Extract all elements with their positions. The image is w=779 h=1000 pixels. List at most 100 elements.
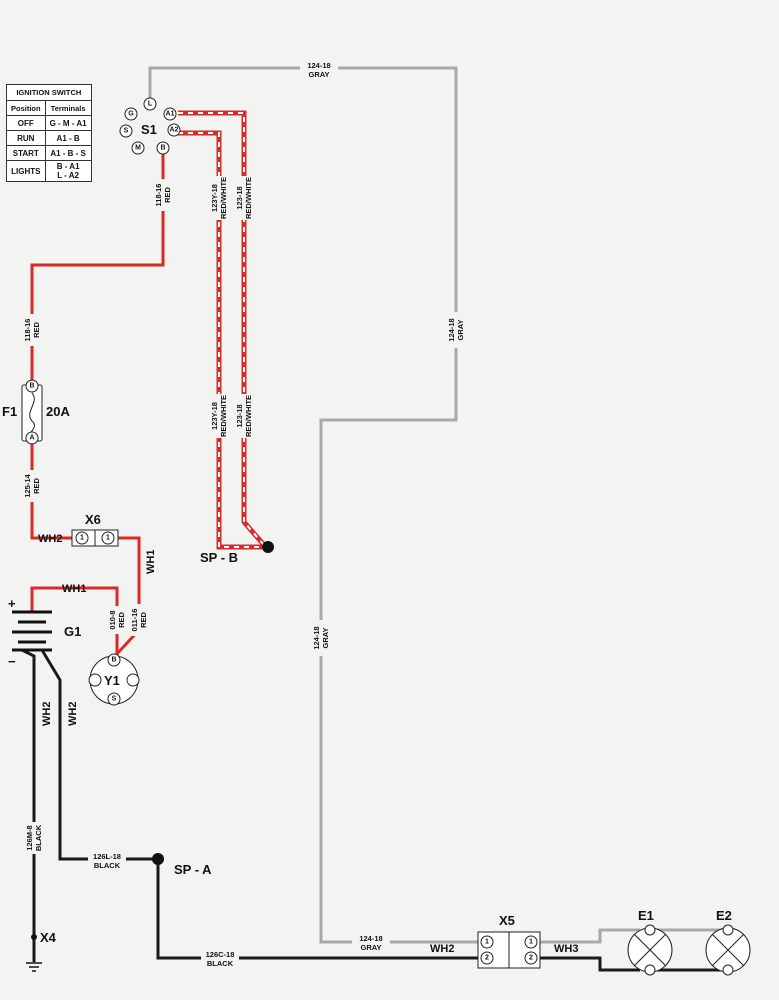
connector-x5[interactable]: 1 2 1 2 X5 <box>477 913 541 969</box>
svg-text:123-18: 123-18 <box>235 404 244 427</box>
table-title: IGNITION SWITCH <box>6 84 92 101</box>
table-row: RUN A1 - B <box>6 130 92 146</box>
svg-text:123-18: 123-18 <box>235 186 244 209</box>
svg-text:B: B <box>160 145 165 152</box>
ignition-switch-table: IGNITION SWITCH Position Terminals OFF G… <box>6 84 92 182</box>
svg-text:RED/WHITE: RED/WHITE <box>219 177 228 219</box>
wire-label-118-b: 118-16 RED <box>22 314 42 346</box>
svg-text:A: A <box>29 435 34 442</box>
svg-text:010-8: 010-8 <box>108 610 117 629</box>
svg-text:011-16: 011-16 <box>130 609 139 632</box>
f1-rating: 20A <box>46 404 70 419</box>
fuse-f1[interactable]: B A F1 20A <box>2 379 70 445</box>
svg-text:124-18: 124-18 <box>447 318 456 341</box>
svg-text:BLACK: BLACK <box>94 861 121 870</box>
wire-x5-to-e1-top <box>540 928 640 944</box>
ignition-switch-s1[interactable]: L A1 A2 B M S G S1 <box>119 97 181 155</box>
connector-x6[interactable]: 1 1 X6 <box>71 512 119 547</box>
wire-label-010: 010-8 RED <box>107 606 127 634</box>
svg-text:GRAY: GRAY <box>456 320 465 341</box>
row-position: RUN <box>6 130 46 146</box>
e2-label: E2 <box>716 908 732 923</box>
sp-a-label: SP - A <box>174 862 212 877</box>
sp-b-label: SP - B <box>200 550 238 565</box>
svg-text:RED: RED <box>32 478 41 494</box>
wire-x5-to-e1-bot <box>540 956 640 972</box>
g1-minus: − <box>8 654 16 669</box>
row-position: LIGHTS <box>6 160 46 182</box>
svg-text:RED: RED <box>139 612 148 628</box>
svg-text:GRAY: GRAY <box>309 70 330 79</box>
row-terminals: B - A1 L - A2 <box>44 160 92 182</box>
splice-sp-b[interactable]: SP - B <box>200 541 274 565</box>
y1-label: Y1 <box>104 673 120 688</box>
row-terminals: A1 - B <box>44 130 92 146</box>
harness-wh2-g1a: WH2 <box>41 702 53 726</box>
ground-x4[interactable]: X4 <box>26 930 57 972</box>
svg-text:1: 1 <box>106 535 110 542</box>
svg-text:125-14: 125-14 <box>23 473 32 497</box>
lamp-e2[interactable]: E2 <box>705 908 751 976</box>
svg-text:S: S <box>124 128 129 135</box>
svg-text:1: 1 <box>485 939 489 946</box>
svg-text:S: S <box>112 696 117 703</box>
wire-label-126m: 126M-8 BLACK <box>24 822 44 854</box>
svg-text:A2: A2 <box>170 127 179 134</box>
g1-plus: + <box>8 596 16 611</box>
wire-123-18-stripe <box>178 112 265 546</box>
wire-label-124-right: 124-18 GRAY <box>446 312 466 348</box>
x5-label: X5 <box>499 913 515 928</box>
table-header-terminals: Terminals <box>44 100 92 116</box>
x6-label: X6 <box>85 512 101 527</box>
battery-g1[interactable]: + − G1 <box>8 596 81 669</box>
svg-text:124-18: 124-18 <box>307 61 330 70</box>
svg-text:1: 1 <box>529 939 533 946</box>
e1-label: E1 <box>638 908 654 923</box>
harness-wh3-x5: WH3 <box>554 943 578 955</box>
f1-label: F1 <box>2 404 17 419</box>
harness-wh1-b: WH1 <box>145 550 157 574</box>
g1-label: G1 <box>64 624 81 639</box>
svg-text:RED: RED <box>32 322 41 338</box>
lamp-e1[interactable]: E1 <box>627 908 673 976</box>
row-position: START <box>6 145 46 161</box>
svg-text:126M-8: 126M-8 <box>25 825 34 850</box>
table-row: LIGHTS B - A1 L - A2 <box>6 160 92 182</box>
wire-124-18-gray <box>148 66 478 944</box>
wire-126c-18-black <box>156 859 478 960</box>
svg-text:A1: A1 <box>166 111 175 118</box>
wire-label-126l: 126L-18 BLACK <box>88 851 126 871</box>
svg-text:1: 1 <box>80 535 84 542</box>
wire-label-118-a: 118-16 RED <box>153 179 173 211</box>
wire-126m-8-black <box>21 648 36 940</box>
wire-label-123-top: 123-18 RED/WHITE <box>234 176 254 220</box>
wire-label-126c: 126C-18 BLACK <box>201 950 239 970</box>
table-row: START A1 - B - S <box>6 145 92 161</box>
starter-y1[interactable]: B S Y1 <box>88 653 140 706</box>
svg-text:RED/WHITE: RED/WHITE <box>244 177 253 219</box>
splice-sp-a[interactable]: SP - A <box>152 853 212 877</box>
table-row: OFF G - M - A1 <box>6 115 92 131</box>
svg-text:G: G <box>128 111 134 118</box>
svg-text:B: B <box>111 657 116 664</box>
svg-text:BLACK: BLACK <box>207 959 234 968</box>
s1-label: S1 <box>141 122 157 137</box>
svg-text:126L-18: 126L-18 <box>93 852 121 861</box>
wire-label-124-mid: 124-18 GRAY <box>311 620 331 656</box>
harness-wh1-a: WH1 <box>62 583 86 595</box>
svg-text:L: L <box>148 101 153 108</box>
wire-118-16-red <box>30 152 165 382</box>
svg-text:126C-18: 126C-18 <box>206 950 235 959</box>
wire-123y-18-stripe <box>178 132 262 548</box>
harness-wh2-x5: WH2 <box>430 943 454 955</box>
svg-text:BLACK: BLACK <box>34 824 43 851</box>
wire-label-123y-top: 123Y-18 RED/WHITE <box>209 176 229 220</box>
svg-text:123Y-18: 123Y-18 <box>210 184 219 212</box>
harness-wh2-g1b: WH2 <box>67 702 79 726</box>
svg-text:2: 2 <box>529 955 533 962</box>
wire-wh1-x6-red <box>113 536 141 658</box>
svg-text:123Y-18: 123Y-18 <box>210 402 219 430</box>
svg-text:RED: RED <box>163 187 172 203</box>
svg-text:124-18: 124-18 <box>312 626 321 649</box>
